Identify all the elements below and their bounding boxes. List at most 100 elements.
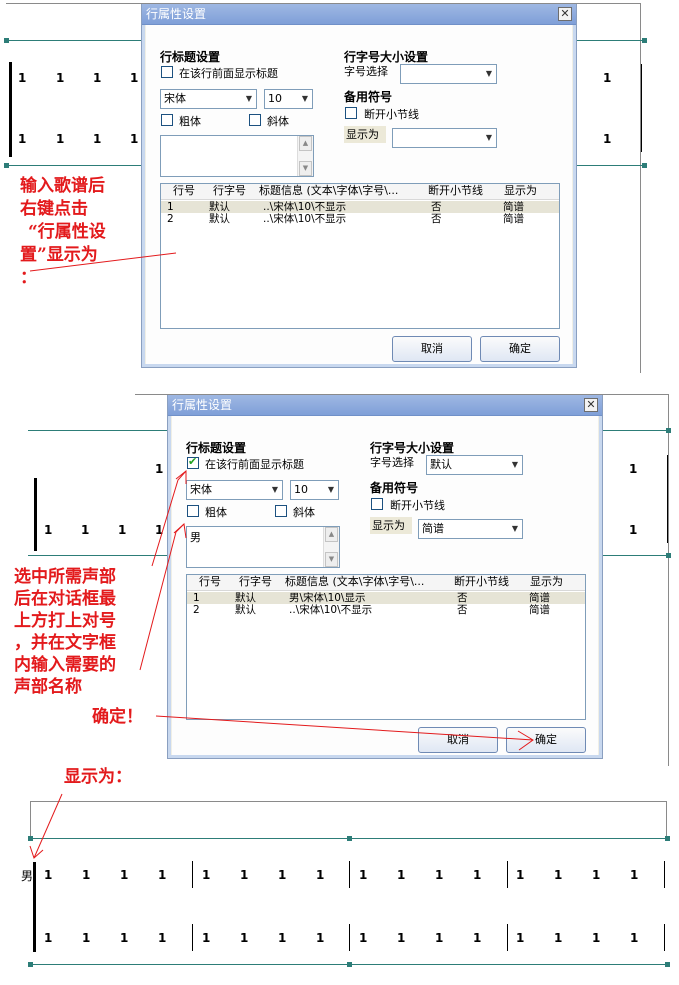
arrow-line-to-ok [155, 715, 534, 741]
note: 1 [82, 868, 91, 882]
display-as-label: 显示为 [370, 517, 412, 534]
dialog-title: 行属性设置 [172, 398, 233, 412]
show-title-label: 在该行前面显示标题 [205, 458, 304, 471]
note: 1 [120, 868, 129, 882]
arrow-head-ok [517, 730, 534, 751]
alt-symbols-section: 备用符号 [370, 481, 419, 495]
arrow-line-to-textbox [139, 523, 185, 671]
font-select[interactable]: 宋体 [160, 89, 257, 109]
font-size-choice-label: 字号选择 [344, 65, 388, 78]
note: 1 [516, 931, 525, 945]
table-row[interactable]: 1 默认 男\宋体\10\显示 否 简谱 [187, 592, 585, 604]
scroll-down-icon[interactable]: ▼ [299, 161, 312, 176]
close-icon[interactable]: ✕ [558, 7, 572, 21]
note: 1 [473, 868, 482, 882]
arrow-line-to-checkbox [151, 470, 187, 567]
note: 1 [516, 868, 525, 882]
font-size-section: 行字号大小设置 [344, 50, 429, 64]
break-barline-checkbox[interactable] [371, 498, 383, 510]
bold-checkbox[interactable] [161, 114, 173, 126]
italic-label: 斜体 [267, 115, 289, 128]
arrow-line-to-label [33, 793, 63, 859]
arrow-head-label [29, 845, 44, 859]
italic-checkbox[interactable] [275, 505, 287, 517]
dialog-title-bar[interactable]: 行属性设置 ✕ [168, 395, 602, 416]
scroll-up-icon[interactable]: ▲ [325, 527, 338, 542]
text-scrollbar[interactable]: ▲▼ [323, 527, 339, 567]
note: 1 [316, 931, 325, 945]
note: 1 [592, 868, 601, 882]
font-select[interactable]: 宋体 [186, 480, 283, 500]
row-title-section: 行标题设置 [186, 441, 247, 455]
table-row[interactable]: 2 默认 ..\宋体\10\不显示 否 简谱 [167, 213, 524, 225]
note: 1 [359, 868, 368, 882]
cancel-button[interactable]: 取消 [392, 336, 472, 362]
note: 1 [278, 931, 287, 945]
annotation-show-as: 显示为： [64, 767, 132, 787]
note: 1 [397, 868, 406, 882]
title-text-input[interactable]: ▲▼ [160, 135, 314, 177]
break-barline-checkbox[interactable] [345, 107, 357, 119]
row-properties-dialog-2: 行属性设置 ✕ 行标题设置 在该行前面显示标题 宋体 10 粗体 斜体 男 ▲▼… [167, 395, 603, 759]
size-select[interactable]: 10 [264, 89, 313, 109]
row-title-section: 行标题设置 [160, 50, 221, 64]
font-size-choice-select[interactable]: 默认 [426, 455, 523, 475]
table-row[interactable]: 2 默认 ..\宋体\10\不显示 否 简谱 [193, 604, 550, 616]
note: 1 [473, 931, 482, 945]
italic-checkbox[interactable] [249, 114, 261, 126]
annotation-select-part-note: 选中所需声部 后在对话框最 上方打上对号 ，并在文字框 内输入需要的 声部名称 [14, 567, 116, 697]
font-size-choice-select[interactable] [400, 64, 497, 84]
bold-label: 粗体 [179, 115, 201, 128]
note: 1 [202, 868, 211, 882]
show-title-label: 在该行前面显示标题 [179, 67, 278, 80]
note: 1 [316, 868, 325, 882]
show-title-checkbox[interactable] [161, 66, 173, 78]
font-size-section: 行字号大小设置 [370, 441, 455, 455]
note: 1 [278, 868, 287, 882]
title-text-value: 男 [190, 531, 201, 544]
note: 1 [359, 931, 368, 945]
note: 1 [44, 931, 53, 945]
scroll-up-icon[interactable]: ▲ [299, 136, 312, 151]
table-row[interactable]: 1 默认 ..\宋体\10\不显示 否 简谱 [161, 201, 559, 213]
note: 1 [397, 931, 406, 945]
size-select[interactable]: 10 [290, 480, 339, 500]
display-as-select[interactable] [392, 128, 497, 148]
note: 1 [554, 931, 563, 945]
row-list[interactable]: 行号 行字号 标题信息 (文本\字体\字号\... 断开小节线 显示为 1 默认… [186, 574, 586, 720]
dialog-title: 行属性设置 [146, 7, 207, 21]
note: 1 [120, 931, 129, 945]
cancel-button[interactable]: 取消 [418, 727, 498, 753]
arrow-line-to-list-1 [29, 252, 177, 272]
note: 1 [630, 868, 639, 882]
note: 1 [202, 931, 211, 945]
display-as-label: 显示为 [344, 126, 386, 143]
arrow-head-checkbox [175, 469, 187, 484]
dialog-title-bar[interactable]: 行属性设置 ✕ [142, 4, 576, 25]
ok-button[interactable]: 确定 [480, 336, 560, 362]
close-icon[interactable]: ✕ [584, 398, 598, 412]
note: 1 [554, 868, 563, 882]
part-label: 男 [21, 869, 34, 883]
note: 1 [435, 868, 444, 882]
annotation-ok-hint: 确定！ [92, 707, 143, 727]
note: 1 [592, 931, 601, 945]
show-title-checkbox[interactable] [187, 455, 199, 469]
note: 1 [630, 931, 639, 945]
bold-checkbox[interactable] [187, 505, 199, 517]
alt-symbols-section: 备用符号 [344, 90, 393, 104]
note: 1 [158, 931, 167, 945]
list-header: 行号 行字号 标题信息 (文本\字体\字号\... 断开小节线 显示为 [161, 184, 559, 200]
title-text-input[interactable]: 男 ▲▼ [186, 526, 340, 568]
scroll-down-icon[interactable]: ▼ [325, 552, 338, 567]
note: 1 [158, 868, 167, 882]
font-size-choice-label: 字号选择 [370, 456, 414, 469]
list-header: 行号 行字号 标题信息 (文本\字体\字号\... 断开小节线 显示为 [187, 575, 585, 591]
row-list[interactable]: 行号 行字号 标题信息 (文本\字体\字号\... 断开小节线 显示为 1 默认… [160, 183, 560, 329]
note: 1 [435, 931, 444, 945]
note: 1 [82, 931, 91, 945]
annotation-right-click-note: 输入歌谱后 右键点击 “行属性设 置”显示为 ： [20, 176, 106, 288]
display-as-select[interactable]: 简谱 [418, 519, 523, 539]
text-scrollbar[interactable]: ▲▼ [297, 136, 313, 176]
